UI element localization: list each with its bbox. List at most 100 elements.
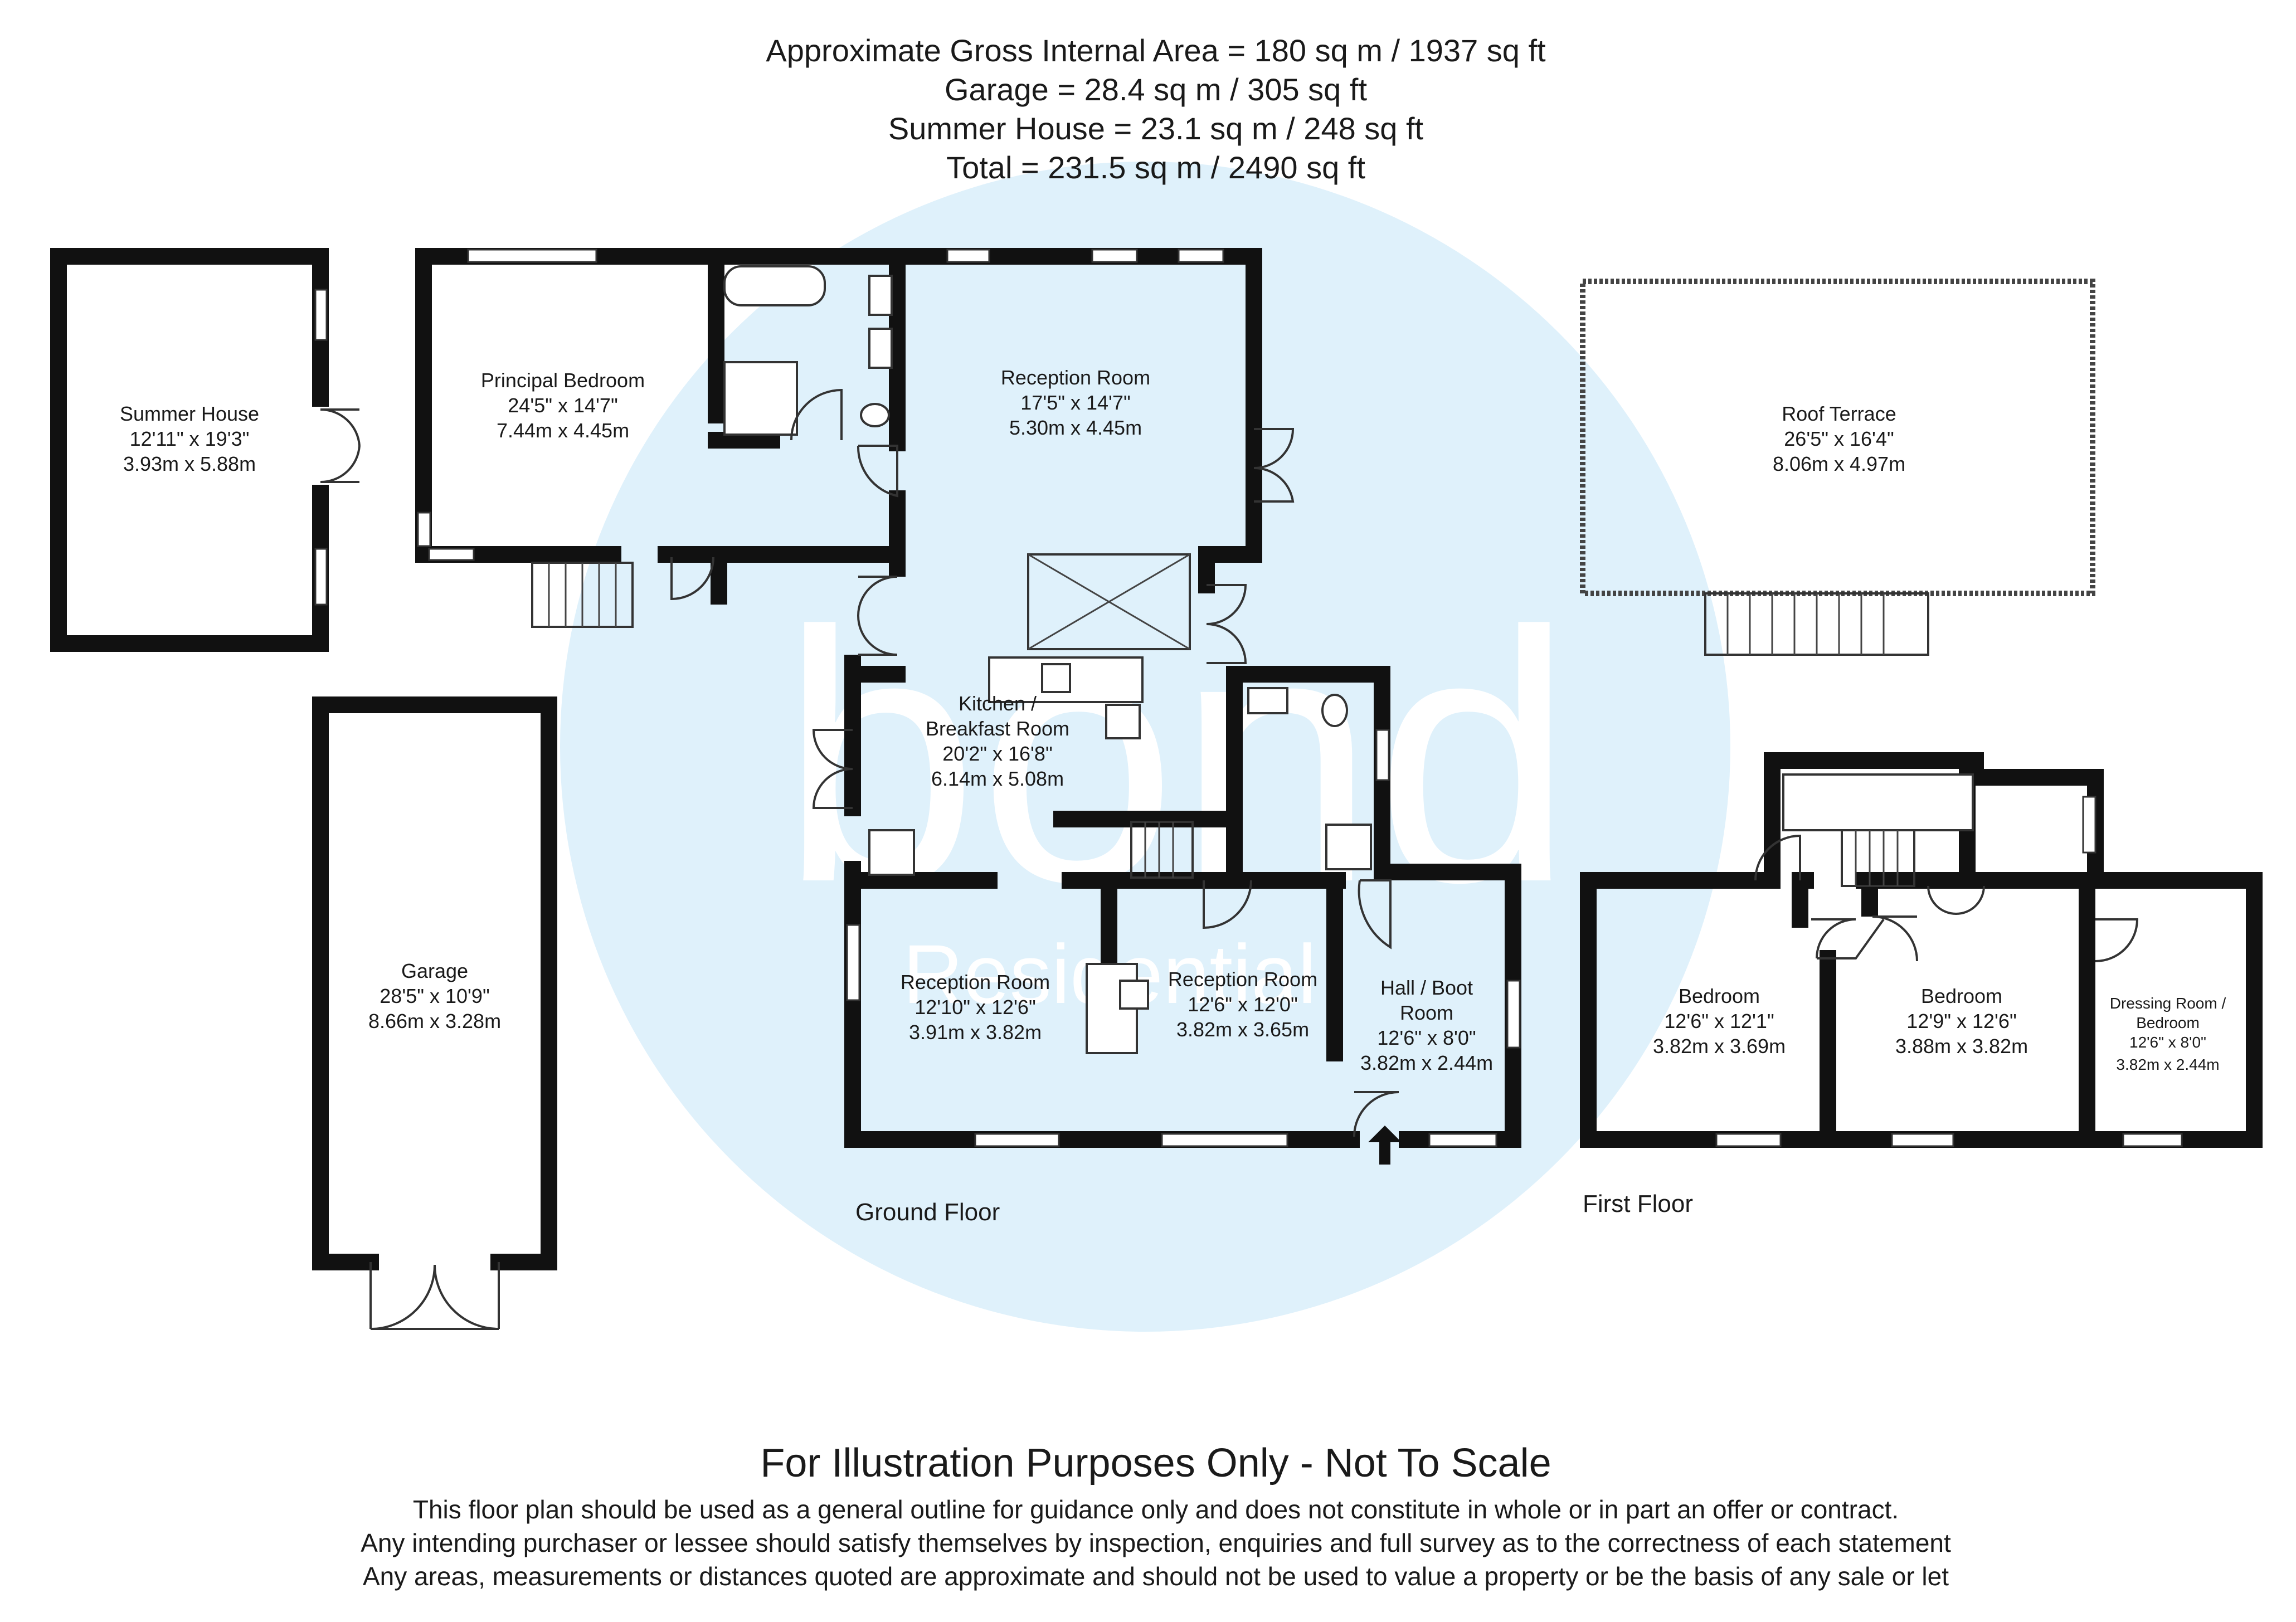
window — [1375, 729, 1390, 781]
window — [1091, 249, 1138, 263]
hall-imperial: 12'6" x 8'0" — [1377, 1026, 1476, 1049]
shower-tray — [723, 361, 798, 436]
window — [2122, 1133, 2183, 1147]
door-swing — [1206, 584, 1247, 664]
hall-name-2: Room — [1400, 1001, 1453, 1024]
counter — [868, 829, 915, 876]
roof-terrace-name: Roof Terrace — [1782, 402, 1896, 425]
disclaimer-line-1: This floor plan should be used as a gene… — [413, 1495, 1899, 1524]
dressing-name-1: Dressing Room / — [2110, 995, 2226, 1012]
door-swing — [1811, 918, 1856, 959]
window — [1506, 980, 1521, 1049]
roof-terrace: Roof Terrace 26'5" x 16'4" 8.06m x 4.97m — [1580, 279, 2095, 656]
disclaimer-line-2: Any intending purchaser or lessee should… — [361, 1528, 1951, 1557]
toilet — [860, 403, 890, 427]
ground-floor-label: Ground Floor — [855, 1199, 1000, 1226]
summer-house-metric: 3.93m x 5.88m — [123, 452, 256, 475]
door-swing — [670, 557, 714, 601]
door-swing — [1253, 428, 1295, 503]
door-swing — [857, 445, 898, 498]
external-stairs — [531, 562, 634, 628]
basin — [868, 275, 893, 316]
stove — [1119, 980, 1149, 1010]
total-area-text: Total = 231.5 sq m / 2490 sq ft — [946, 150, 1365, 185]
bedroom-2-name: Bedroom — [1921, 985, 2002, 1007]
garage-area-text: Garage = 28.4 sq m / 305 sq ft — [945, 72, 1367, 107]
area-summary: Approximate Gross Internal Area = 180 sq… — [766, 33, 1546, 185]
basin — [1247, 687, 1288, 714]
window — [1161, 1133, 1288, 1147]
door-swing — [1353, 1091, 1399, 1137]
reception-mid-imperial: 12'6" x 12'0" — [1188, 993, 1297, 1016]
terrace-stairs — [1704, 592, 1929, 656]
reception-mid-metric: 3.82m x 3.65m — [1176, 1018, 1309, 1041]
entrance-arrow — [1368, 1126, 1402, 1165]
disclaimer: For Illustration Purposes Only - Not To … — [361, 1441, 1951, 1591]
toilet — [1321, 694, 1348, 727]
window — [314, 548, 328, 606]
window — [417, 512, 431, 547]
bedroom-1-name: Bedroom — [1679, 985, 1760, 1007]
garage-imperial: 28'5" x 10'9" — [380, 985, 489, 1007]
kitchen-name-2: Breakfast Room — [926, 717, 1069, 740]
reception-left-metric: 3.91m x 3.82m — [909, 1021, 1042, 1044]
landing-cupboard — [1782, 773, 1974, 831]
window — [846, 924, 860, 1001]
window — [2082, 796, 2096, 854]
first-floor: Bedroom 12'6" x 12'1" 3.82m x 3.69m Bedr… — [1580, 752, 2263, 1217]
garage: Garage 28'5" x 10'9" 8.66m x 3.28m — [312, 696, 557, 1330]
window — [1715, 1133, 1782, 1147]
reception-top-imperial: 17'5" x 14'7" — [1020, 391, 1130, 414]
dressing-imperial: 12'6" x 8'0" — [2129, 1034, 2206, 1051]
principal-bedroom-metric: 7.44m x 4.45m — [497, 419, 629, 442]
reception-left-name: Reception Room — [901, 971, 1050, 993]
summer-house: Summer House 12'11" x 19'3" 3.93m x 5.88… — [50, 248, 361, 652]
principal-bedroom-name: Principal Bedroom — [481, 369, 645, 392]
window — [314, 289, 328, 341]
door-swing — [1872, 915, 1918, 962]
reception-left-imperial: 12'10" x 12'6" — [914, 996, 1035, 1019]
bedroom-2-imperial: 12'9" x 12'6" — [1906, 1010, 2016, 1032]
hob — [1041, 663, 1071, 693]
principal-bedroom-imperial: 24'5" x 14'7" — [508, 394, 617, 417]
first-floor-label: First Floor — [1583, 1190, 1693, 1217]
window — [974, 1133, 1060, 1147]
door-swing — [1927, 885, 1985, 915]
window — [467, 249, 597, 263]
kitchen-metric: 6.14m x 5.08m — [931, 767, 1064, 790]
bedroom-2-metric: 3.88m x 3.82m — [1895, 1035, 2028, 1058]
watermark-brand: bond — [780, 558, 1574, 956]
door-swing — [857, 576, 898, 656]
hall-metric: 3.82m x 2.44m — [1360, 1051, 1493, 1074]
door-swing — [1817, 918, 1885, 959]
bathtub — [723, 265, 826, 306]
shower-tray — [1325, 824, 1372, 870]
kitchen-name-1: Kitchen / — [959, 692, 1037, 715]
summer-house-imperial: 12'11" x 19'3" — [130, 427, 250, 450]
first-floor-stairs — [1841, 829, 1915, 887]
sink — [1105, 704, 1141, 739]
disclaimer-title: For Illustration Purposes Only - Not To … — [760, 1441, 1551, 1485]
reception-top-metric: 5.30m x 4.45m — [1009, 416, 1142, 439]
dressing-name-2: Bedroom — [2136, 1014, 2200, 1031]
internal-stairs — [1027, 553, 1194, 879]
garage-metric: 8.66m x 3.28m — [368, 1010, 501, 1032]
window — [1891, 1133, 1954, 1147]
garage-door-swing — [369, 1262, 500, 1330]
door-swing — [320, 408, 361, 484]
summer-house-area-text: Summer House = 23.1 sq m / 248 sq ft — [888, 111, 1424, 146]
summer-house-name: Summer House — [120, 402, 259, 425]
dressing-metric: 3.82m x 2.44m — [2116, 1056, 2219, 1073]
hall-name-1: Hall / Boot — [1380, 976, 1473, 999]
basin — [868, 328, 893, 369]
window — [428, 548, 475, 561]
bedroom-1-metric: 3.82m x 3.69m — [1653, 1035, 1786, 1058]
window — [1178, 249, 1224, 263]
roof-terrace-metric: 8.06m x 4.97m — [1773, 452, 1905, 475]
garage-name: Garage — [401, 959, 468, 982]
watermark: bond Residential — [560, 162, 1730, 1332]
bedroom-1-imperial: 12'6" x 12'1" — [1664, 1010, 1774, 1032]
door-swing — [2095, 918, 2139, 962]
reception-top-name: Reception Room — [1001, 366, 1150, 389]
